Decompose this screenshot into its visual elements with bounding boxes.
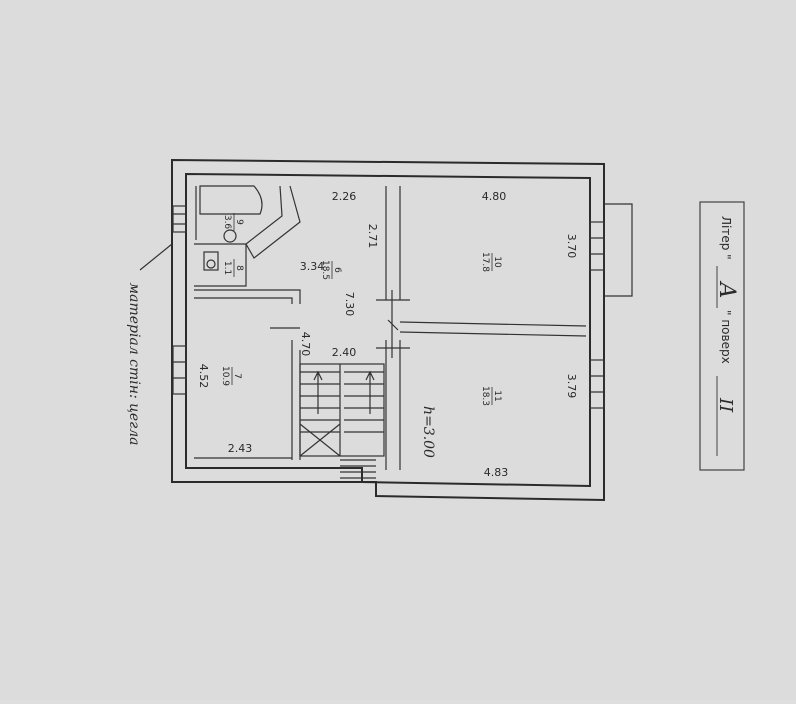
room-7-number: 7 [232, 373, 242, 379]
room-8-label: 81.1 [222, 259, 244, 277]
room-9-label: 93.6 [222, 213, 244, 231]
dim-4-83: 4.83 [484, 466, 509, 479]
room-8-number: 8 [234, 265, 244, 271]
stair-arrows [313, 370, 375, 414]
dim-2-26: 2.26 [332, 190, 357, 203]
floor-value: II [715, 397, 736, 413]
dim-4-70: 4.70 [299, 332, 312, 357]
liter-value: А [714, 280, 739, 299]
floor-label: " поверх [719, 310, 733, 364]
liter-label: Літер " [719, 216, 733, 260]
room-10-number: 10 [492, 256, 502, 268]
room-9-number: 9 [234, 219, 244, 225]
room-6-label: 618.5 [320, 260, 342, 280]
dim-3-70: 3.70 [565, 234, 578, 259]
room-11-area: 18.3 [480, 386, 490, 406]
height-note: h=3.00 [420, 406, 436, 458]
room-7-label: 710.9 [220, 366, 242, 386]
room-10-area: 17.8 [480, 252, 490, 272]
wall-material-leader [139, 243, 173, 271]
outer-walls [171, 158, 605, 502]
dim-4-52: 4.52 [197, 364, 210, 389]
wall-material-note: матеріал стін: цегла [126, 282, 142, 445]
room-8-area: 1.1 [222, 261, 232, 275]
sanitary-fixtures [199, 185, 263, 271]
door-marks [270, 290, 410, 358]
windows [172, 203, 633, 409]
liter-stamp: Літер " А " поверх II [699, 201, 745, 471]
dim-4-80: 4.80 [482, 190, 507, 203]
dim-2-71: 2.71 [366, 224, 379, 249]
dim-3-34: 3.34 [300, 260, 325, 273]
interior-walls [194, 185, 587, 479]
dim-2-43: 2.43 [228, 442, 253, 455]
room-6-area: 18.5 [320, 260, 330, 280]
dim-2-40: 2.40 [332, 346, 357, 359]
dim-3-79: 3.79 [565, 374, 578, 399]
room-7-area: 10.9 [220, 366, 230, 386]
room-9-area: 3.6 [222, 215, 232, 230]
room-6-number: 6 [332, 267, 342, 273]
dim-7-30: 7.30 [343, 292, 356, 317]
room-11-number: 11 [492, 390, 502, 401]
